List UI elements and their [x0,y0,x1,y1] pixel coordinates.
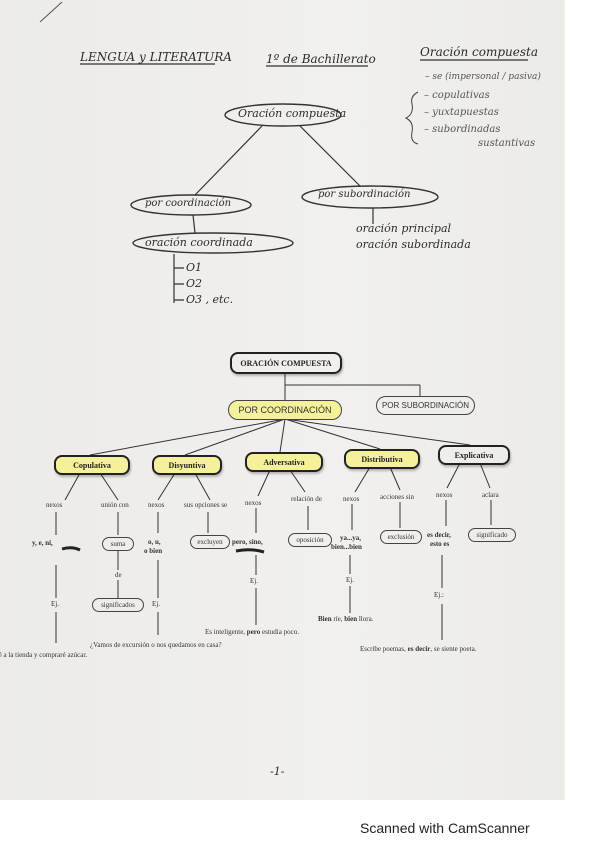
hw-subordination-node: por subordinación [318,189,411,200]
type-disyuntiva: Disyuntiva [152,455,222,475]
pill-oposicion: oposición [288,533,332,547]
hw-coordination-node: por coordinación [145,198,232,209]
label-exp-nexos: nexos [436,491,453,499]
hw-list-item-1: O1 [186,261,203,274]
nexos-copulativa: y, e, ni, [32,539,53,547]
side-note-2: – copulativas [424,90,490,101]
nexos-disyuntiva-1: o, u, [148,538,161,546]
label-adv-nexos: nexos [245,499,262,507]
type-distributiva: Distributiva [344,449,420,469]
course-level-heading: 1º de Bachillerato [266,52,376,66]
subject-heading: LENGUA y LITERATURA [80,50,232,64]
side-note-3: – yuxtapuestas [424,107,499,118]
nexos-explicativa-2: esto es [430,540,450,548]
page-number: -1- [270,765,285,778]
side-note-4: – subordinadas [424,124,501,135]
scanner-watermark: Scanned with CamScanner [360,820,530,836]
label-dis-nexos: nexos [148,501,165,509]
hw-main-clause: oración principal [356,222,452,235]
type-adversativa: Adversativa [245,452,323,472]
example-distributiva: Bien ríe, bien llora. [318,615,374,623]
nexos-distributiva-1: ya...ya, [340,534,361,542]
type-explicativa: Explicativa [438,445,510,465]
connector-de: de [115,571,122,579]
subordination-node: POR SUBORDINACIÓN [376,396,475,415]
printed-root-node: ORACIÓN COMPUESTA [230,352,342,374]
nexos-adversativa: pero, sino, [232,538,263,546]
nexos-explicativa-1: es decir, [427,531,451,539]
ej-disyuntiva: Ej. [152,600,160,608]
hw-subordinate-clause: oración subordinada [356,238,471,251]
example-disyuntiva: ¿Vamos de excursión o nos quedamos en ca… [90,641,222,649]
nexos-distributiva-2: bien...bien [331,543,362,551]
ej-adversativa: Ej. [250,577,258,585]
scanned-page: LENGUA y LITERATURA 1º de Bachillerato O… [0,0,565,800]
pill-significados: significados [92,598,144,612]
label-cop-union: unión con [101,501,129,509]
example-adversativa: Es inteligente, pero estudia poco. [205,628,299,636]
coordination-node: POR COORDINACIÓN [228,400,342,420]
hw-coordinated-clause: oración coordinada [145,236,253,249]
label-adv-relacion: relación de [291,495,322,503]
label-dist-nexos: nexos [343,495,360,503]
side-note-5: sustantivas [478,138,536,149]
label-exp-aclara: aclara [482,491,499,499]
pill-exclusion: exclusión [380,530,422,544]
ej-distributiva: Ej. [346,576,354,584]
hw-root-node: Oración compuesta [238,107,347,120]
type-copulativa: Copulativa [54,455,130,475]
example-copulativa: Iré a la tienda y compraré azúcar. [0,651,88,659]
nexos-disyuntiva-2: o bien [144,547,163,555]
label-dis-opciones: sus opciones se [184,501,228,509]
hw-list-item-3: O3 , etc. [186,293,234,306]
side-note-1: – se (impersonal / pasiva) [425,72,541,82]
hw-list-item-2: O2 [186,277,203,290]
example-explicativa: Escribe poemas, es decir, se siente poet… [360,645,477,653]
pill-suma: suma [102,537,134,551]
diagram-lines [39,1,528,643]
topic-heading: Oración compuesta [420,45,539,59]
label-cop-nexos: nexos [46,501,63,509]
ej-copulativa: Ej. [51,600,59,608]
pill-excluyen: excluyen [190,535,230,549]
label-dist-acciones: acciones sin [380,493,415,501]
ej-explicativa: Ej.: [434,591,444,599]
pill-significado: significado [468,528,516,542]
